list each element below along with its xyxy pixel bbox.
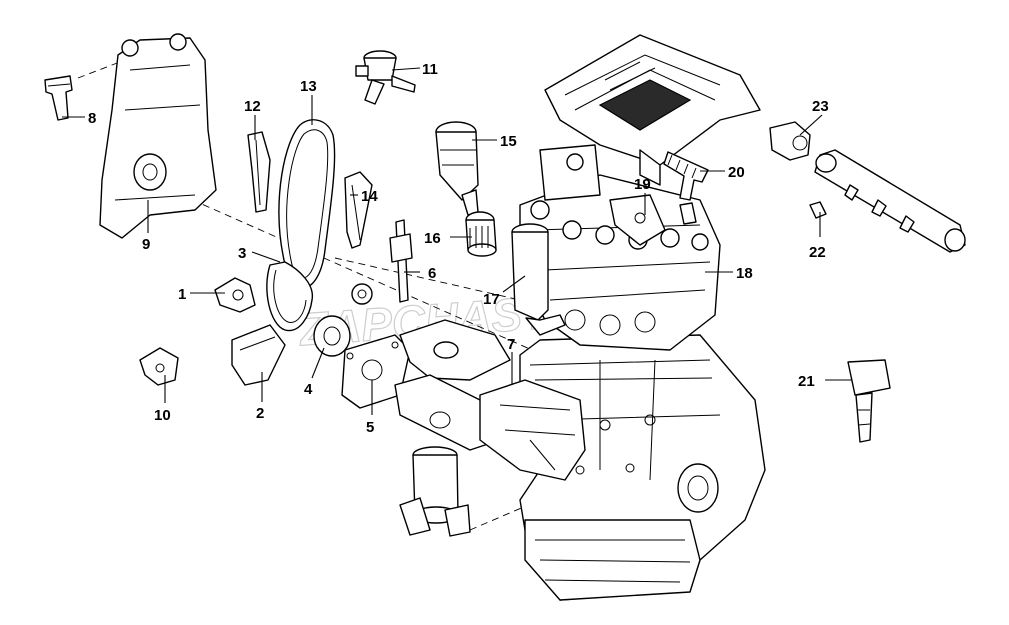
part-1-tensioner xyxy=(214,277,256,313)
part-14-guide xyxy=(344,171,373,249)
part-16-filter-cartridge xyxy=(465,211,497,257)
part-22-fuel-rail xyxy=(809,149,966,253)
leader-lines xyxy=(62,67,852,415)
callout-12: 12 xyxy=(244,98,261,115)
callout-22: 22 xyxy=(809,244,826,261)
callout-7: 7 xyxy=(507,336,515,353)
callout-13: 13 xyxy=(300,78,317,95)
callout-15: 15 xyxy=(500,133,517,150)
part-9-timing-cover xyxy=(99,33,217,239)
part-15-filter-housing xyxy=(435,121,479,216)
part-7-manifold xyxy=(394,319,586,481)
part-8-sensor xyxy=(44,75,73,121)
part-20-hose xyxy=(663,151,709,225)
callout-23: 23 xyxy=(812,98,829,115)
callout-20: 20 xyxy=(728,164,745,181)
engine-block xyxy=(519,334,766,601)
part-21-ignition-coil xyxy=(847,359,891,443)
valve-cover xyxy=(544,34,761,186)
catalytic-converter xyxy=(399,446,471,537)
callout-17: 17 xyxy=(483,291,500,308)
callout-19: 19 xyxy=(634,176,651,193)
part-2-cover xyxy=(231,324,286,386)
part-3-chain xyxy=(266,261,314,332)
callout-11: 11 xyxy=(422,61,438,78)
callout-21: 21 xyxy=(798,373,815,390)
callout-8: 8 xyxy=(88,110,96,127)
callout-14: 14 xyxy=(361,188,378,205)
part-10-sensor xyxy=(139,347,179,386)
callout-1: 1 xyxy=(178,286,186,303)
part-11-valve xyxy=(355,50,416,105)
part-12-guide xyxy=(247,131,271,213)
callout-2: 2 xyxy=(256,405,264,422)
callout-16: 16 xyxy=(424,230,441,247)
callout-5: 5 xyxy=(366,419,374,436)
part-17-cylinder xyxy=(511,223,566,336)
callout-18: 18 xyxy=(736,265,753,282)
callout-6: 6 xyxy=(428,265,436,282)
callout-3: 3 xyxy=(238,245,246,262)
callout-10: 10 xyxy=(154,407,171,424)
part-4-gear xyxy=(313,315,351,357)
part-6-shaft xyxy=(351,219,413,305)
part-19-bracket xyxy=(609,194,666,246)
callout-9: 9 xyxy=(142,236,150,253)
callout-4: 4 xyxy=(304,381,313,398)
part-23-sensor xyxy=(769,121,811,161)
callout-labels: 1 2 3 4 5 6 7 8 9 10 11 12 13 14 15 16 1… xyxy=(88,61,829,436)
